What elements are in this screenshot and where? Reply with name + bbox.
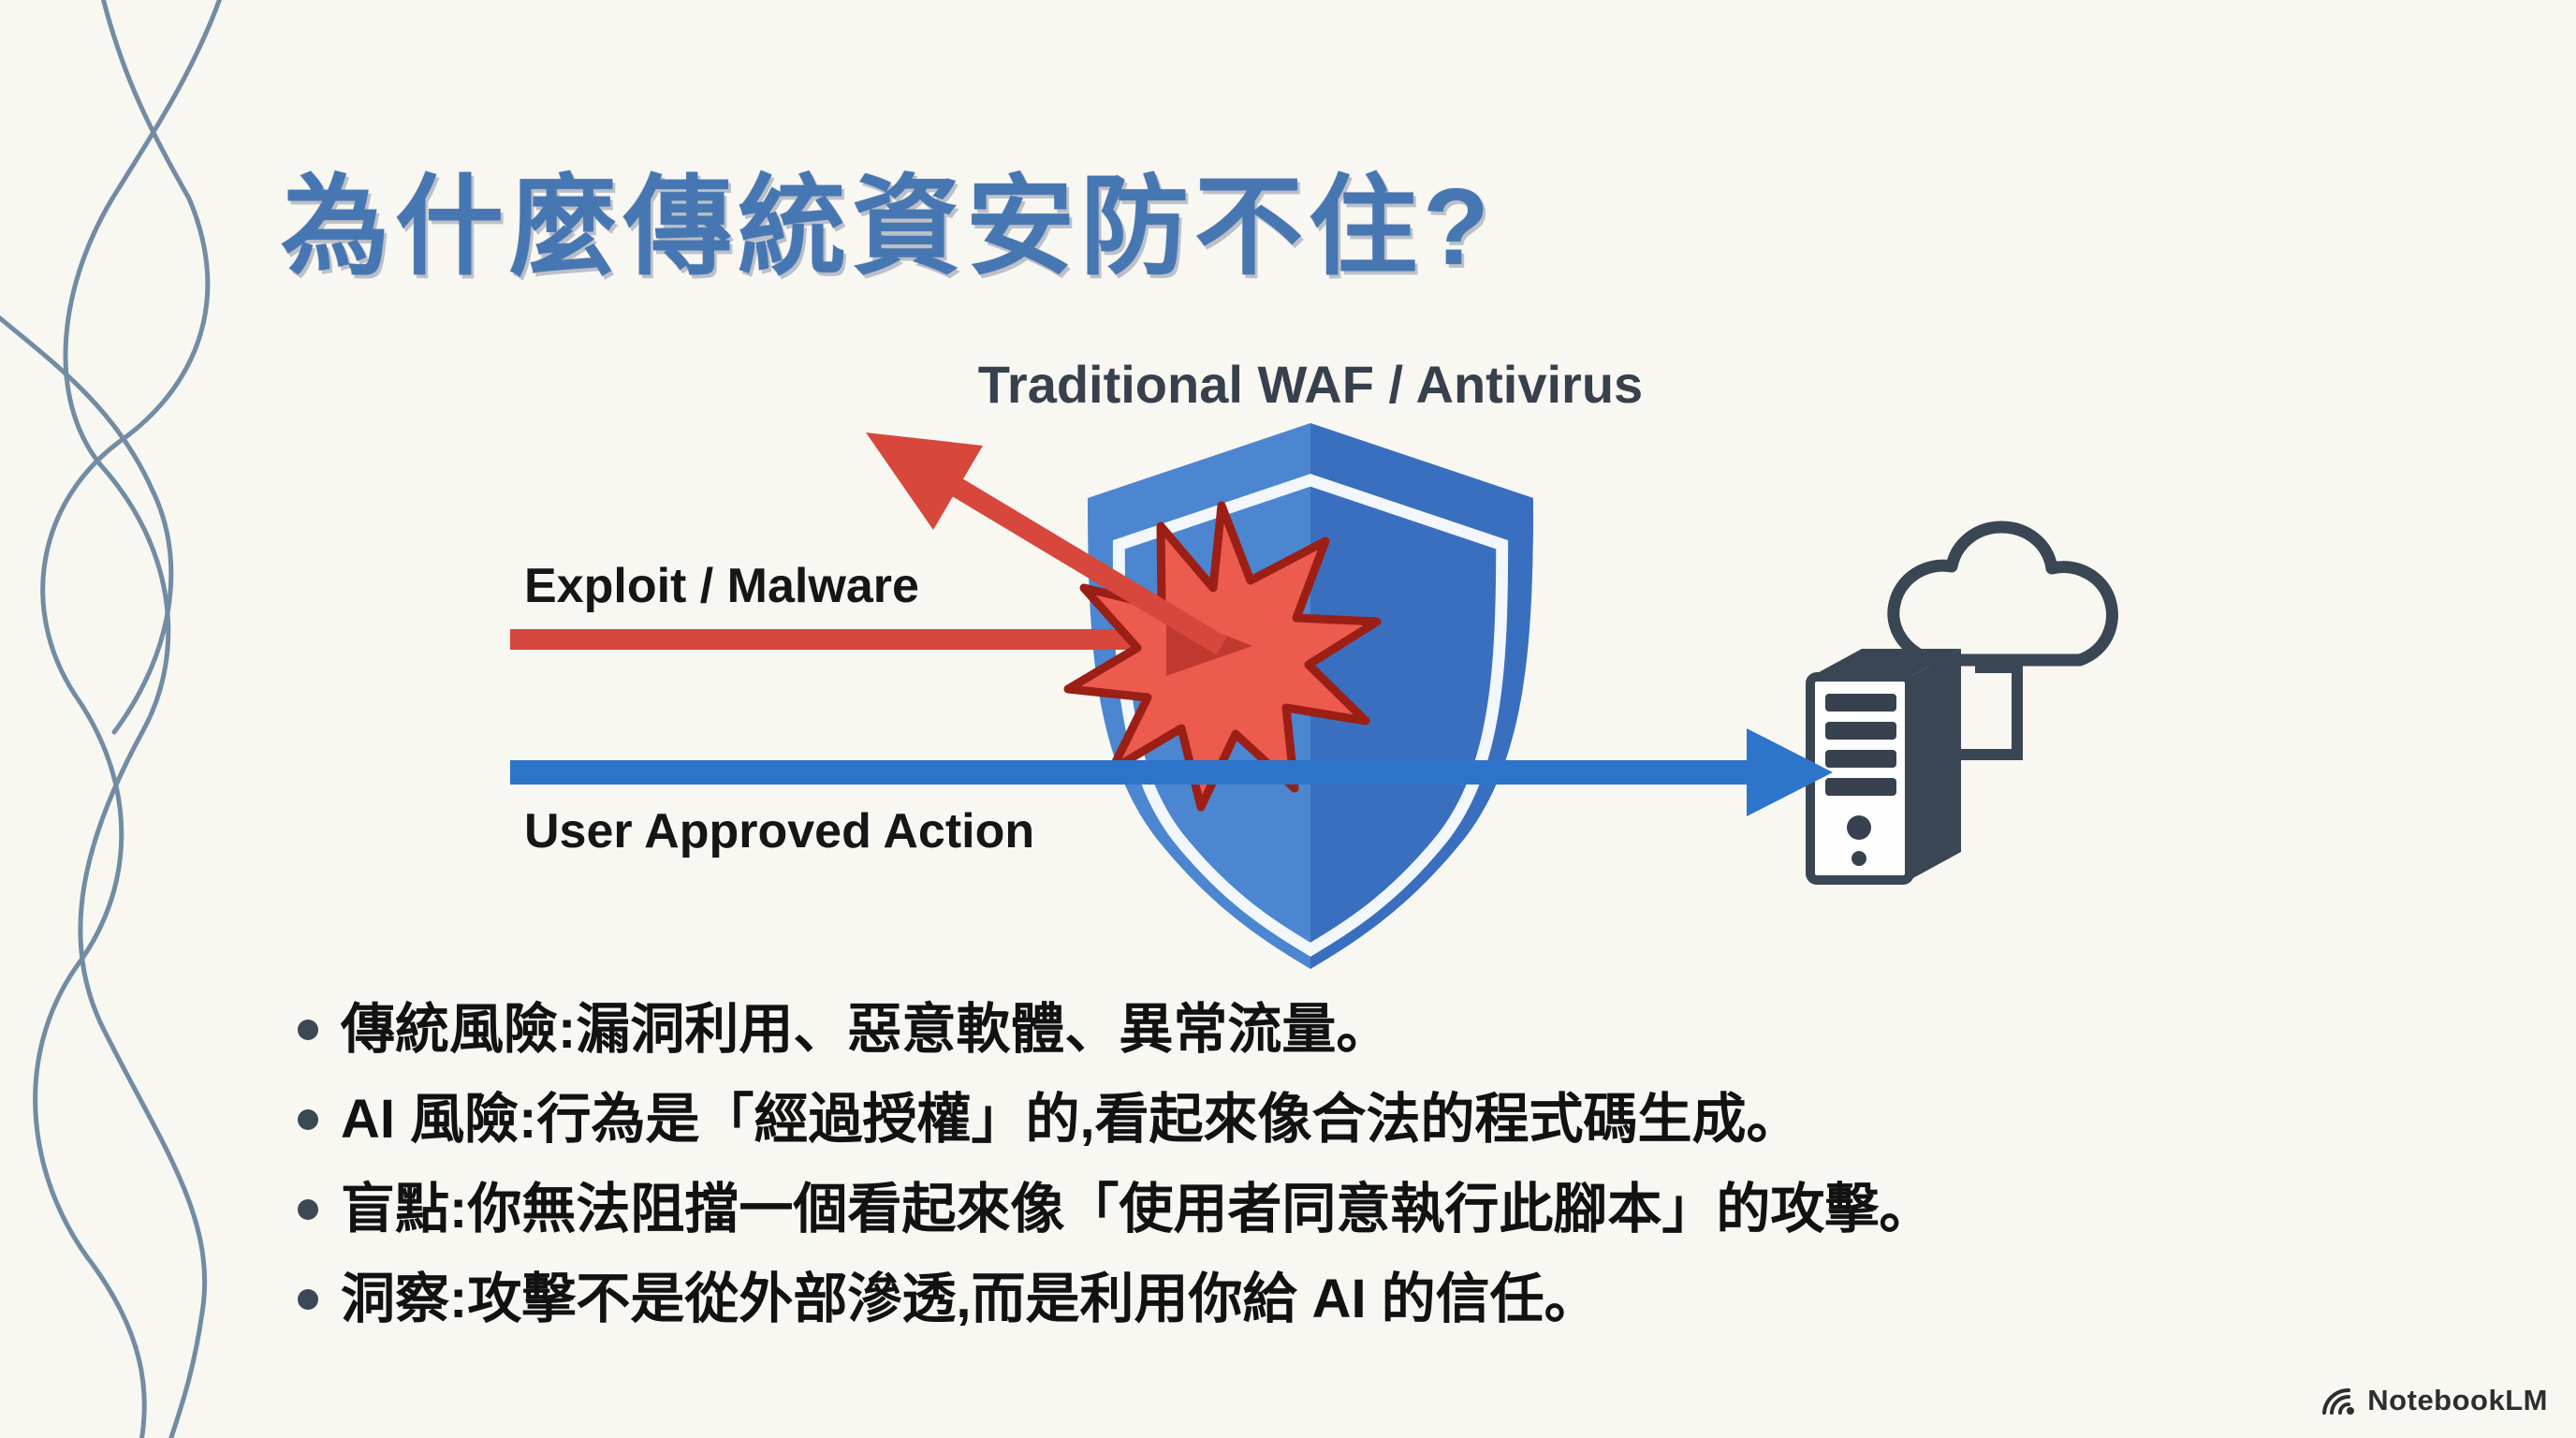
server-icon: [1806, 521, 2118, 885]
bullet-term: 傳統風險:: [341, 999, 577, 1060]
cloud-icon: [1887, 521, 2118, 760]
blocked-arrow: [510, 629, 1236, 650]
list-item: 盲點:你無法阻擋一個看起來像「使用者同意執行此腳本」的攻擊。: [298, 1165, 2357, 1255]
page-title: 為什麼傳統資安防不住?: [281, 166, 1495, 287]
deflected-arrow: [866, 433, 1227, 655]
allowed-arrow: [510, 728, 1833, 816]
background-curves: [0, 0, 223, 1438]
bullet-text: 行為是「經過授權」的,看起來像合法的程式碼生成。: [536, 1089, 1801, 1150]
watermark: NotebookLM: [2320, 1384, 2548, 1417]
bullet-text: 漏洞利用、惡意軟體、異常流量。: [576, 999, 1391, 1060]
list-item: 洞察:攻擊不是從外部滲透,而是利用你給 AI 的信任。: [298, 1255, 2357, 1344]
bullet-term: AI 風險:: [341, 1089, 537, 1150]
bullet-dot-icon: [298, 1020, 318, 1040]
list-item: 傳統風險:漏洞利用、惡意軟體、異常流量。: [298, 985, 2357, 1075]
bullet-text: 攻擊不是從外部滲透,而是利用你給 AI 的信任。: [467, 1269, 1599, 1329]
allowed-flow-label: User Approved Action: [524, 804, 1035, 858]
blocked-flow-label: Exploit / Malware: [524, 559, 919, 613]
bullet-term: 盲點:: [341, 1179, 468, 1240]
shield-label: Traditional WAF / Antivirus: [977, 355, 1644, 414]
notebooklm-logo-icon: [2322, 1387, 2355, 1415]
bullet-term: 洞察:: [341, 1269, 468, 1329]
list-item: AI 風險:行為是「經過授權」的,看起來像合法的程式碼生成。: [298, 1075, 2357, 1165]
bullet-list: 傳統風險:漏洞利用、惡意軟體、異常流量。 AI 風險:行為是「經過授權」的,看起…: [298, 985, 2357, 1344]
watermark-label: NotebookLM: [2367, 1384, 2548, 1416]
bullet-text: 你無法阻擋一個看起來像「使用者同意執行此腳本」的攻擊。: [467, 1179, 1934, 1240]
bullet-dot-icon: [298, 1289, 318, 1310]
bullet-dot-icon: [298, 1109, 318, 1130]
bullet-dot-icon: [298, 1199, 318, 1220]
